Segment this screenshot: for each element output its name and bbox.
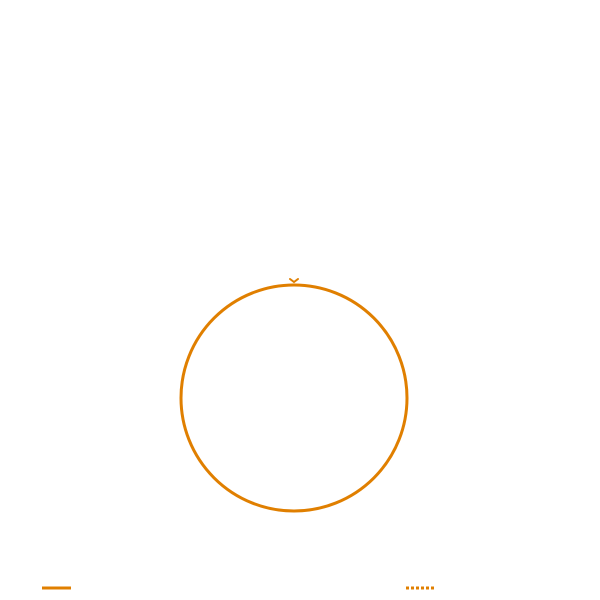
circle-diagram <box>179 278 409 513</box>
circle-outline <box>179 283 409 513</box>
top-marker <box>289 278 299 284</box>
